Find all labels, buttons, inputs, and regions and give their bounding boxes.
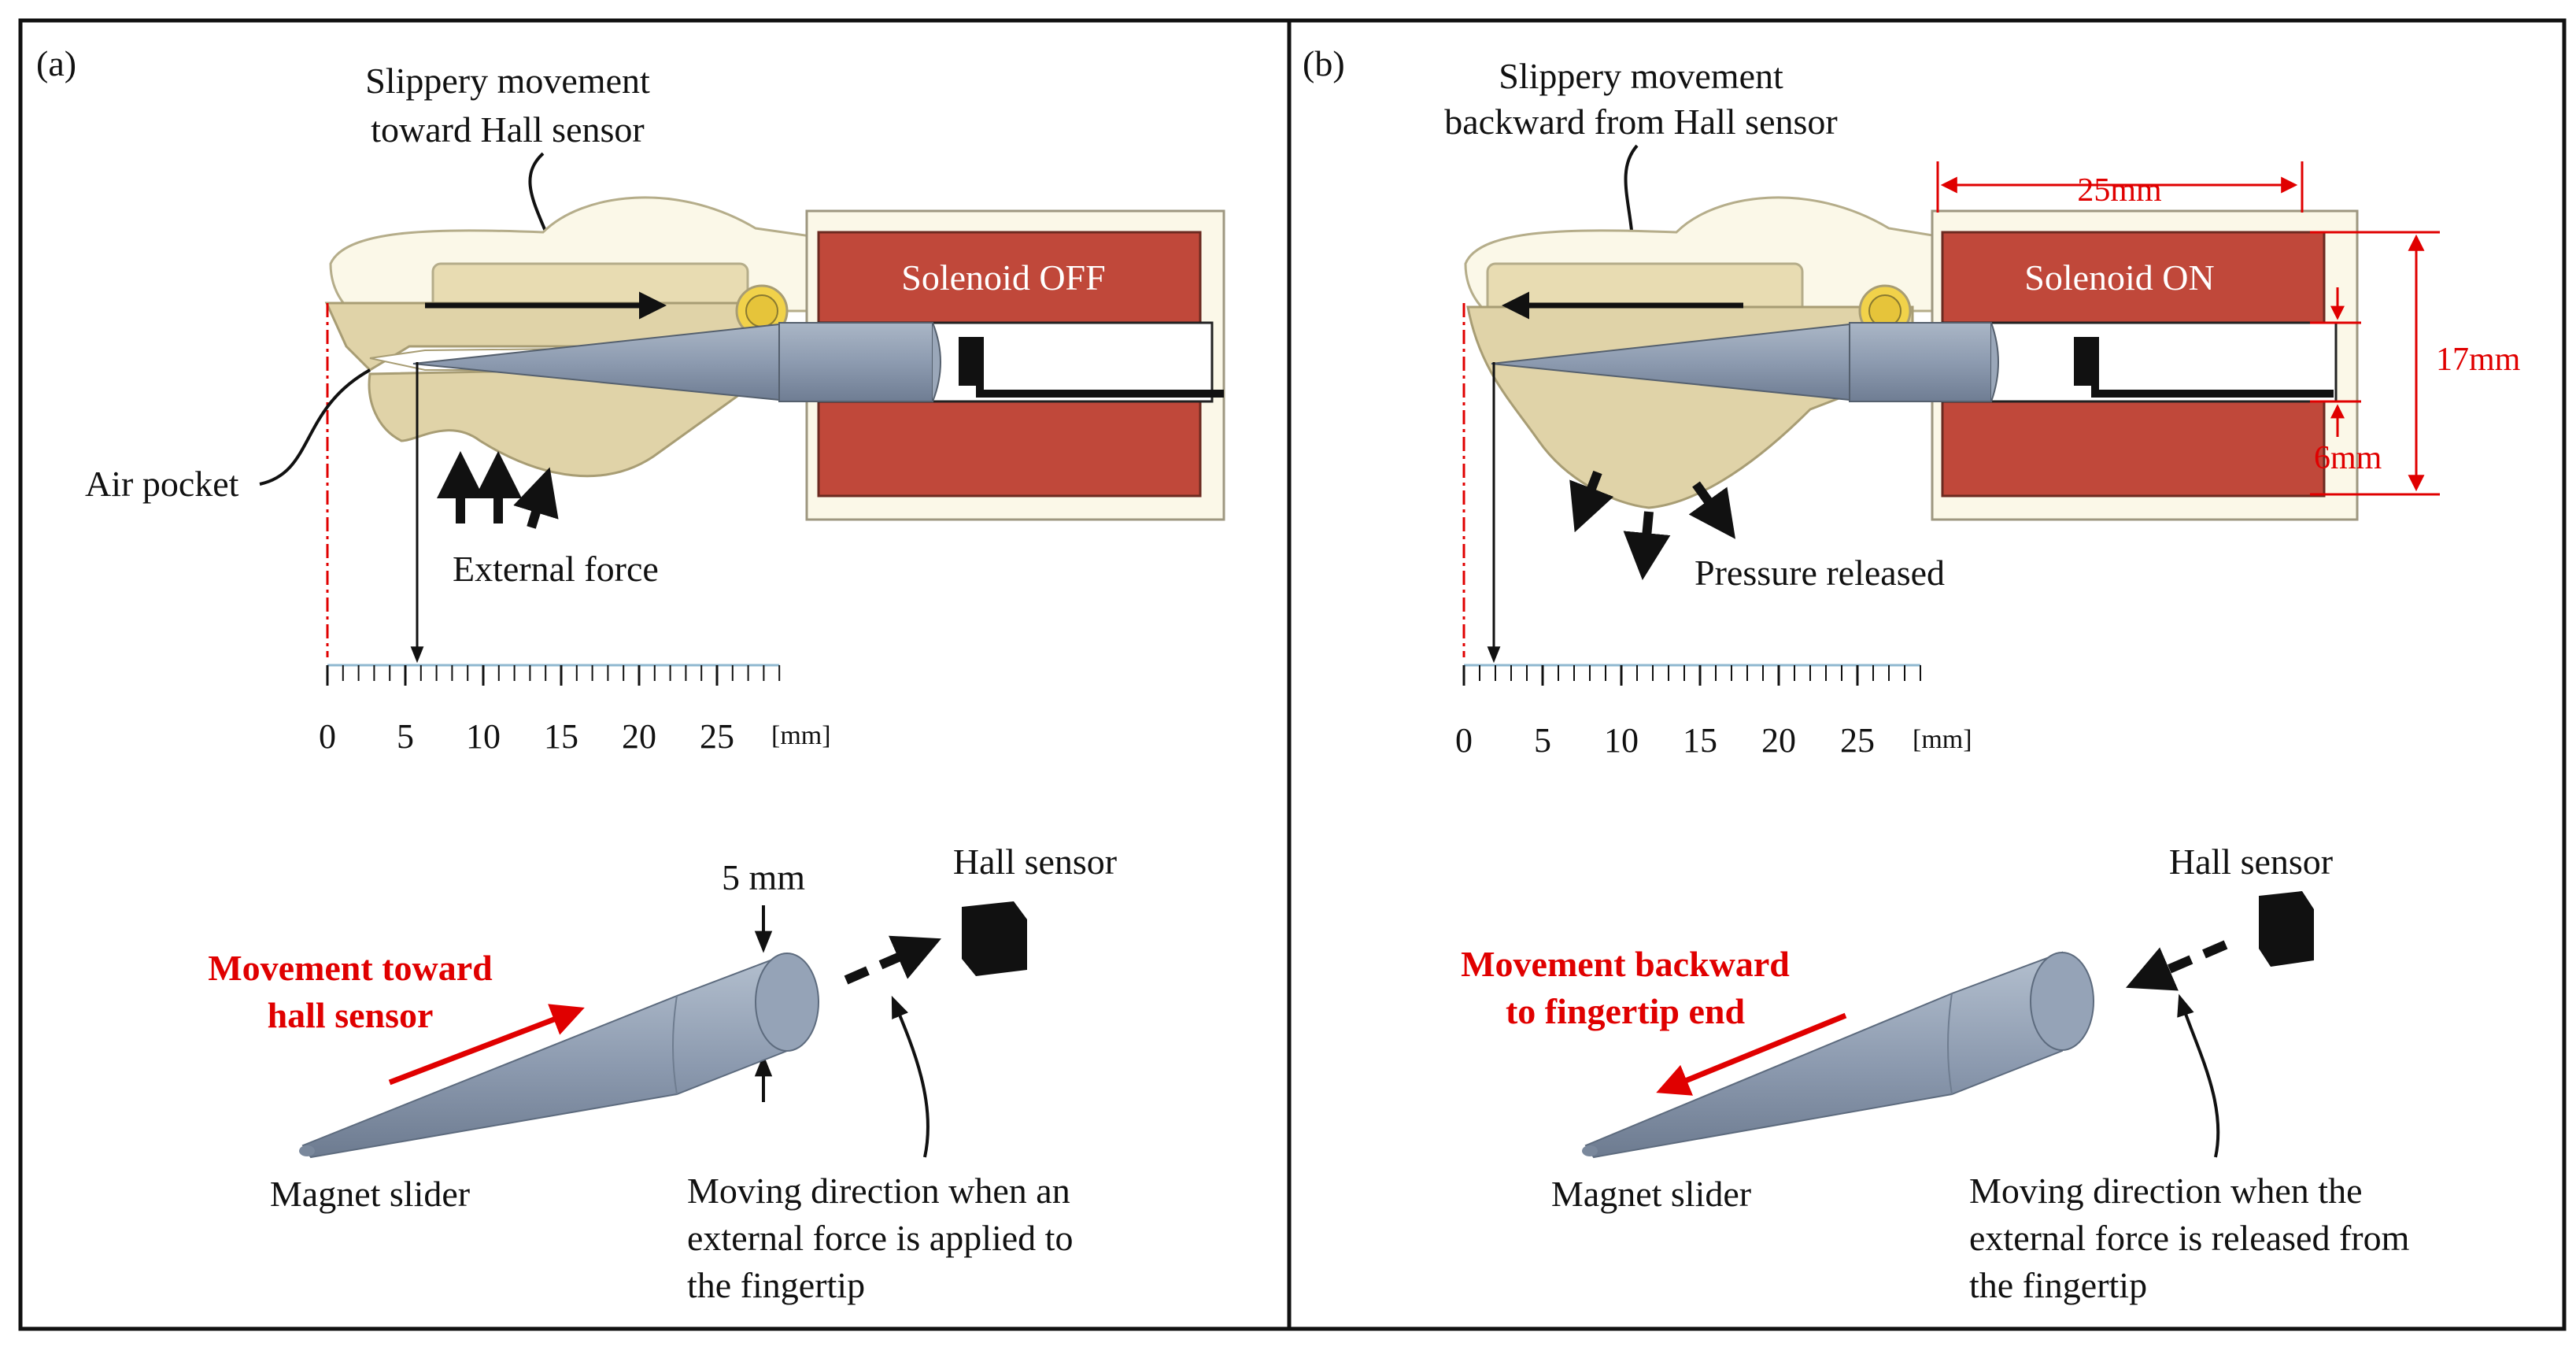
panel-a-ruler-tick-10: 10	[466, 717, 501, 756]
panel-b-caption-line2: backward from Hall sensor	[1444, 102, 1837, 142]
panel-a-air-pocket-label: Air pocket	[85, 464, 239, 504]
panel-b-force-label: Pressure released	[1695, 553, 1945, 593]
panel-a-dashed-direction-arrow	[844, 935, 941, 985]
panel-b-ruler-tick-10: 10	[1604, 721, 1639, 760]
panel-a-ruler-tick-20: 20	[622, 717, 656, 756]
panel-b-ruler-tick-25: 25	[1840, 721, 1875, 760]
panel-b-movement-arrow	[1656, 1012, 1847, 1096]
panel-a-ruler-tick-5: 5	[397, 717, 414, 756]
panel-b-ruler-tick-15: 15	[1683, 721, 1717, 760]
panel-a-ruler-tick-0: 0	[319, 717, 336, 756]
panel-a-hall-label: Hall sensor	[953, 842, 1117, 882]
panel-b-dim-height-label: 17mm	[2436, 342, 2521, 378]
panel-b-dim-gap-label: 6mm	[2314, 440, 2382, 476]
panel-a-hall-wire	[976, 386, 1224, 398]
panel-a-ruler	[326, 664, 781, 686]
panel-a-magnet-end	[932, 322, 941, 402]
panel-a-solenoid-coil-bottom	[817, 400, 1202, 498]
panel-b-tag: (b)	[1303, 43, 1345, 83]
panel-b-release-arrow-1	[1569, 470, 1614, 533]
panel-b-hall-sensor-chip	[2074, 337, 2099, 386]
panel-a-screw-inner	[745, 294, 778, 327]
panel-a-force-arrow-3	[513, 467, 559, 529]
panel-a-solenoid-coil-top	[817, 231, 1202, 324]
panel-a-movement-line2: hall sensor	[268, 995, 434, 1035]
panel-b-magnet-cylinder	[1849, 322, 1992, 402]
panel-a-direction-leader	[891, 995, 930, 1158]
panel-a-direction-line3: the fingertip	[687, 1265, 865, 1305]
panel-a-lower-flap	[368, 364, 783, 478]
panel-b-magnet-end	[1990, 322, 1999, 402]
panel-a-direction-line1: Moving direction when an	[687, 1171, 1070, 1211]
panel-b-ruler-tick-0: 0	[1455, 721, 1473, 760]
panel-a-movement-line1: Movement toward	[208, 948, 493, 988]
panel-b-dashed-direction-arrow	[2125, 940, 2228, 991]
panel-a-movement-arrow	[388, 1004, 585, 1086]
panel-a-tag: (a)	[36, 43, 76, 83]
panel-a-magnet-label: Magnet slider	[270, 1174, 470, 1214]
panel-a-ruler-unit: [mm]	[771, 721, 831, 750]
panel-a-magnet-cylinder	[778, 322, 933, 402]
panel-b-magnet-label: Magnet slider	[1551, 1174, 1751, 1214]
panel-b-movement-line1: Movement backward	[1461, 944, 1790, 984]
panel-a-hall-sensor-chip	[959, 337, 984, 386]
panel-b-direction-leader	[2177, 993, 2220, 1158]
panel-b-solenoid-label: Solenoid ON	[2024, 257, 2215, 298]
panel-a-caption-line2: toward Hall sensor	[371, 109, 644, 150]
panel-b-magnet-3d-tip	[1582, 1145, 1598, 1156]
panel-a-force-label: External force	[453, 549, 659, 589]
panel-b-magnet-3d-face	[2030, 952, 2094, 1051]
panel-a-direction-line2: external force is applied to	[687, 1218, 1073, 1258]
panel-b-hall-wire	[2091, 386, 2334, 398]
panel-b-caption-line1: Slippery movement	[1499, 56, 1783, 96]
panel-a-caption-line1: Slippery movement	[365, 61, 650, 101]
panel-b-hall-sensor-3d	[2259, 891, 2314, 967]
panel-b-magnet-3d-seam	[1947, 993, 1953, 1095]
panel-b-release-arrow-3	[1688, 481, 1735, 539]
panel-a-magnet-3d-face	[755, 953, 819, 1052]
panel-b-movement-line2: to fingertip end	[1506, 991, 1746, 1031]
panel-a-hall-sensor-3d	[962, 901, 1027, 976]
panel-a-magnet-3d-tip	[299, 1145, 315, 1156]
panel-a-width-label: 5 mm	[722, 857, 805, 897]
panel-a-magnet-3d-seam	[672, 995, 678, 1095]
panel-a-air-pocket-leader	[259, 368, 371, 486]
panel-b-release-arrow-2	[1623, 511, 1671, 580]
panel-b-direction-line3: the fingertip	[1969, 1265, 2147, 1305]
panel-b: (b) Slippery movement backward from Hall…	[1303, 43, 2521, 1305]
panel-a-solenoid-label: Solenoid OFF	[901, 257, 1105, 298]
panel-b-ruler-tick-20: 20	[1761, 721, 1796, 760]
panel-b-direction-line1: Moving direction when the	[1969, 1171, 2363, 1211]
panel-b-direction-line2: external force is released from	[1969, 1218, 2410, 1258]
panel-a-ruler-tick-15: 15	[544, 717, 578, 756]
panel-a: (a) Slippery movement toward Hall sensor…	[36, 43, 1225, 1305]
panel-a-ruler-tick-25: 25	[700, 717, 734, 756]
panel-b-dim-width-label: 25mm	[2077, 172, 2162, 209]
panel-b-ruler-tick-5: 5	[1534, 721, 1551, 760]
panel-b-solenoid-coil-bottom	[1941, 400, 2326, 498]
panel-b-ruler-unit: [mm]	[1913, 725, 1972, 754]
panel-b-frame	[1287, 18, 2567, 1331]
panel-b-hall-label: Hall sensor	[2169, 842, 2333, 882]
panel-b-solenoid-bore	[1941, 321, 2338, 403]
panel-b-ruler	[1462, 664, 1921, 686]
